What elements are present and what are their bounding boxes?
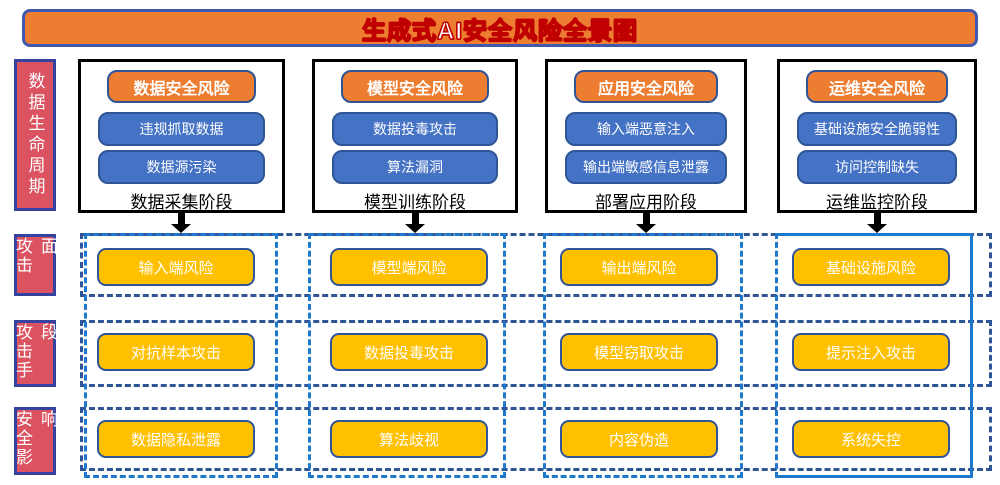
cell-data-poisoning-attack: 数据投毒攻击 [330,333,488,371]
stage-box-data-collection: 数据安全风险 违规抓取数据 数据源污染 数据采集阶段 [78,59,285,213]
cell-system-out-of-control: 系统失控 [792,420,950,458]
cell-data-privacy-leak: 数据隐私泄露 [97,420,255,458]
cell-model-stealing-attack: 模型窃取攻击 [560,333,718,371]
sidebar-label-attack-surface: 攻击面 [13,234,57,296]
risk-item: 数据源污染 [98,150,265,184]
risk-item: 违规抓取数据 [98,112,265,146]
stage-header-data-risk: 数据安全风险 [107,70,256,103]
stage-header-operations-risk: 运维安全风险 [805,70,949,103]
stage-box-operations: 运维安全风险 基础设施安全脆弱性 访问控制缺失 运维监控阶段 [777,59,977,213]
cell-prompt-injection-attack: 提示注入攻击 [792,333,950,371]
cell-model-side-risk: 模型端风险 [330,248,488,286]
risk-item: 输出端敏感信息泄露 [565,150,727,184]
cell-input-side-risk: 输入端风险 [97,248,255,286]
stage-caption: 部署应用阶段 [595,193,697,212]
down-arrow-icon [867,212,887,233]
down-arrow-icon [405,212,425,233]
column-outline-operations [775,233,973,478]
sidebar-label-security-impact: 安全影响 [13,407,57,475]
risk-item: 数据投毒攻击 [332,112,498,146]
stage-header-model-risk: 模型安全风险 [341,70,489,103]
stage-box-deployment: 应用安全风险 输入端恶意注入 输出端敏感信息泄露 部署应用阶段 [545,59,747,213]
risk-item: 基础设施安全脆弱性 [796,112,958,146]
cell-adversarial-sample-attack: 对抗样本攻击 [97,333,255,371]
cell-infrastructure-risk: 基础设施风险 [792,248,950,286]
risk-item: 输入端恶意注入 [565,112,727,146]
attack-surface-row-outline [80,233,992,297]
cell-output-side-risk: 输出端风险 [560,248,718,286]
stage-caption: 运维监控阶段 [826,193,928,212]
stage-header-application-risk: 应用安全风险 [573,70,719,103]
stage-caption: 数据采集阶段 [130,193,233,212]
attack-method-row-outline [80,320,992,387]
title-banner: 生成式AI安全风险全景图 [22,9,978,47]
stage-caption: 模型训练阶段 [364,193,466,212]
cell-content-forgery: 内容伪造 [560,420,718,458]
sidebar-label-attack-method: 攻击手段 [13,320,57,387]
column-outline-data [84,233,278,478]
column-outline-model [308,233,506,478]
sidebar-label-data-lifecycle: 数据生命周期 [14,59,56,211]
risk-item: 访问控制缺失 [796,150,958,184]
risk-item: 算法漏洞 [332,150,498,184]
down-arrow-icon [636,212,656,233]
column-outline-application [543,233,743,478]
stage-box-model-training: 模型安全风险 数据投毒攻击 算法漏洞 模型训练阶段 [312,59,518,213]
down-arrow-icon [171,212,191,233]
cell-algorithm-discrimination: 算法歧视 [330,420,488,458]
page-title: 生成式AI安全风险全景图 [361,17,638,45]
security-impact-row-outline [80,407,992,471]
